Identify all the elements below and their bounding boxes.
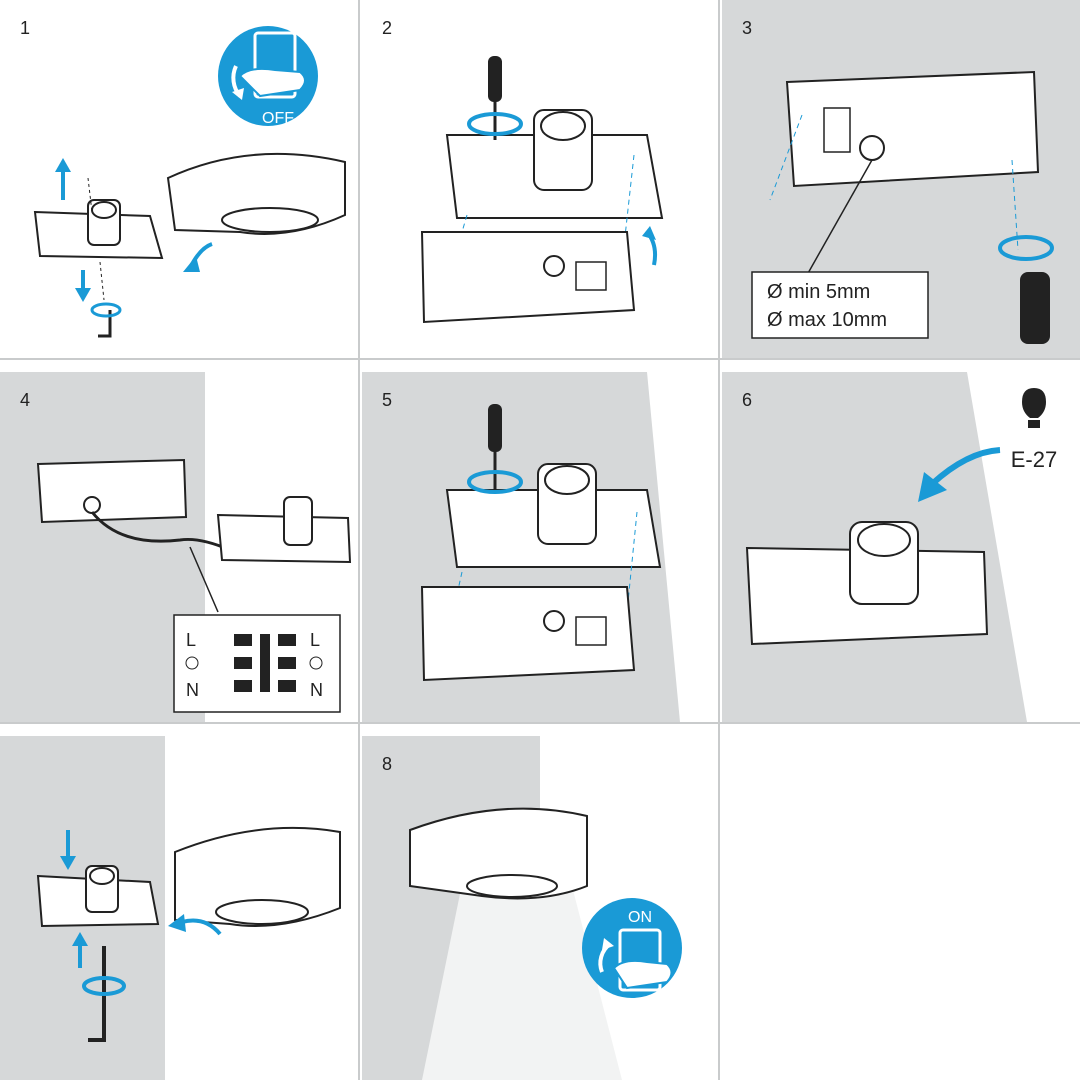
- live-label-right: L: [310, 630, 320, 650]
- step-4-panel: 4 L L N N: [0, 372, 358, 722]
- switch-label: ON: [628, 909, 652, 926]
- step-3-illustration: Ø min 5mm Ø max 10mm: [751, 70, 1054, 344]
- step-6-illustration: E-27: [745, 372, 1080, 722]
- divider: [358, 0, 360, 1080]
- step-number: 6: [742, 390, 753, 410]
- screwdriver-icon: [488, 404, 502, 452]
- ground-icon-left: [185, 656, 199, 670]
- screwdriver-icon: [488, 56, 502, 102]
- empty-panel: [722, 736, 1080, 1080]
- step-number: 5: [382, 390, 393, 410]
- ground-icon-right: [309, 656, 323, 670]
- divider: [718, 0, 720, 1080]
- junction-box: [420, 231, 636, 324]
- step-7-illustration: [36, 826, 341, 1042]
- neutral-label-left: N: [186, 680, 199, 700]
- terminal-block: [260, 634, 270, 692]
- step-2-panel: 2: [362, 0, 718, 358]
- allen-key-icon: [98, 310, 112, 338]
- wire: [90, 511, 231, 552]
- hand-icon: [238, 67, 306, 98]
- step-2-illustration: [420, 56, 664, 324]
- junction-box: [785, 70, 1040, 188]
- rotate-arrow-icon: [181, 918, 222, 936]
- step-number: 4: [20, 390, 31, 410]
- junction-box: [36, 458, 188, 524]
- step-6-panel: 6 E-27: [722, 372, 1080, 722]
- step-1-illustration: OFF: [33, 26, 346, 338]
- step-5-illustration: [420, 372, 718, 722]
- cable-spec-max: Ø max 10mm: [767, 309, 887, 331]
- neutral-label-right: N: [310, 680, 323, 700]
- junction-box: [420, 586, 636, 682]
- arrow-up-icon: [55, 158, 71, 172]
- step-number: 2: [382, 18, 393, 38]
- live-label-left: L: [186, 630, 196, 650]
- terminal-block: [575, 616, 607, 646]
- step-7-panel: 7: [0, 736, 358, 1080]
- step-3-panel: 3 Ø min 5mm Ø max 10mm: [722, 0, 1080, 358]
- lamp-socket: [283, 496, 313, 546]
- light-beam: [422, 884, 622, 1080]
- arrow-down-icon: [60, 856, 76, 870]
- screwdriver-icon: [1020, 272, 1050, 344]
- cable-gland: [859, 135, 885, 161]
- step-4-illustration: L L N N: [36, 458, 352, 713]
- step-number: 1: [20, 18, 31, 38]
- step-1-panel: 1 OFF: [0, 0, 358, 358]
- step-8-panel: 8 ON: [362, 736, 718, 1080]
- cable-spec-box: [751, 271, 929, 339]
- step-8-illustration: ON: [409, 736, 718, 1080]
- divider: [0, 722, 1080, 724]
- terminal-block: [575, 261, 607, 291]
- switch-label: OFF: [262, 110, 294, 127]
- cable-spec-min: Ø min 5mm: [767, 281, 870, 303]
- bulb-icon: [1022, 388, 1046, 418]
- terminal-block: [823, 107, 851, 153]
- bulb-type-label: E-27: [1011, 447, 1057, 472]
- arrow-up-icon: [72, 932, 88, 946]
- step-5-panel: 5: [362, 372, 718, 722]
- divider: [0, 358, 1080, 360]
- lamp-housing: [174, 826, 341, 927]
- arrow-down-icon: [75, 288, 91, 302]
- hand-icon: [612, 959, 673, 990]
- insert-arrow-icon: [929, 447, 1001, 487]
- step-number: 8: [382, 754, 393, 774]
- step-number: 3: [742, 18, 753, 38]
- lamp-housing: [409, 807, 588, 900]
